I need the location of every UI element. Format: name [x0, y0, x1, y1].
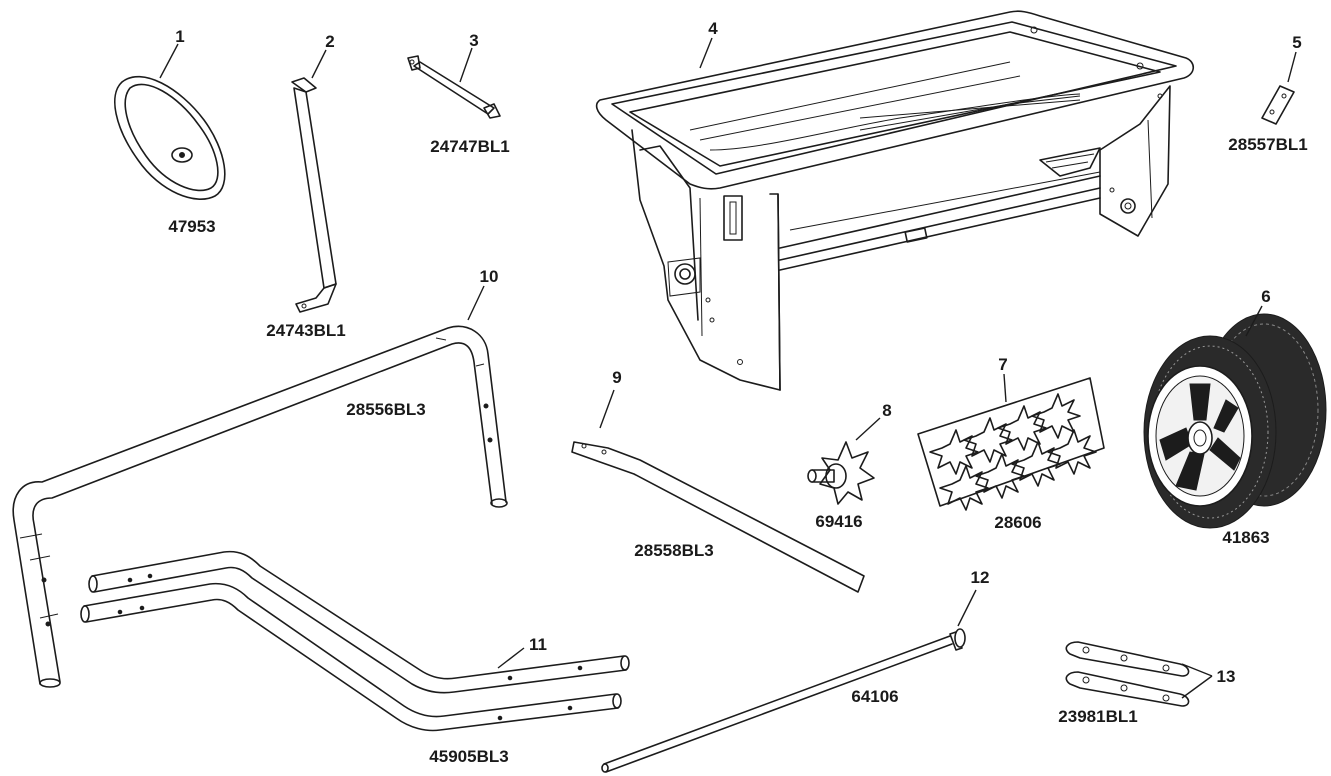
- part-number-8: 69416: [815, 512, 862, 531]
- callout-3: 3: [469, 31, 478, 50]
- part-number-1: 47953: [168, 217, 215, 236]
- callout-12: 12: [971, 568, 990, 587]
- part-number-9: 28558BL3: [634, 541, 713, 560]
- part-7-drawing: [917, 373, 1105, 511]
- part-8-drawing: [807, 417, 881, 505]
- callout-1: 1: [175, 27, 184, 46]
- part-9-drawing: [571, 389, 865, 593]
- part-number-6: 41863: [1222, 528, 1269, 547]
- part-13-drawing: [1065, 641, 1213, 707]
- callout-9: 9: [612, 368, 621, 387]
- part-11-drawing: [80, 550, 630, 732]
- part-number-13: 23981BL1: [1058, 707, 1137, 726]
- callout-2: 2: [325, 32, 334, 51]
- part-number-12: 64106: [851, 687, 898, 706]
- part-number-10: 28556BL3: [346, 400, 425, 419]
- part-5-drawing: [1261, 51, 1297, 125]
- callout-11: 11: [529, 635, 547, 654]
- part-number-11: 45905BL3: [429, 747, 508, 766]
- part-number-3: 24747BL1: [430, 137, 509, 156]
- part-1-drawing: [114, 43, 226, 200]
- part-2-drawing: [291, 49, 337, 313]
- callout-6: 6: [1261, 287, 1270, 306]
- part-number-7: 28606: [994, 513, 1041, 532]
- part-12-drawing: [601, 589, 977, 773]
- callout-8: 8: [882, 401, 891, 420]
- part-4-drawing: [595, 10, 1195, 391]
- part-3-drawing: [407, 47, 501, 119]
- callout-4: 4: [708, 19, 718, 38]
- part-number-5: 28557BL1: [1228, 135, 1307, 154]
- part-6-drawing: [1143, 305, 1327, 529]
- part-10-drawing: [12, 285, 508, 688]
- callout-10: 10: [480, 267, 499, 286]
- part-number-2: 24743BL1: [266, 321, 345, 340]
- callout-7: 7: [998, 355, 1007, 374]
- callout-5: 5: [1292, 33, 1301, 52]
- callout-13: 13: [1217, 667, 1236, 686]
